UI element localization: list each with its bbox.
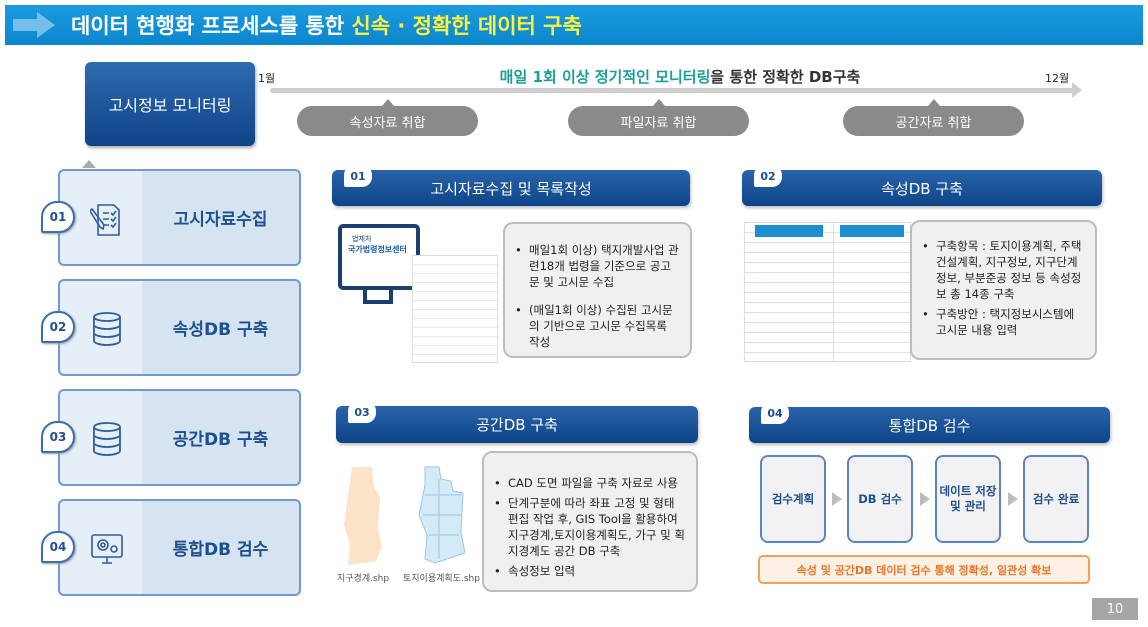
step-label: 고시자료수집 xyxy=(173,210,268,230)
land-use-map xyxy=(418,466,465,564)
section-3-textbox: CAD 도면 파일을 구축 자료로 사용단계구분에 따라 좌표 고정 및 형태 … xyxy=(482,451,698,592)
pointer-icon xyxy=(82,160,96,168)
step-number: 03 xyxy=(41,421,75,453)
end-month: 12월 xyxy=(1045,72,1070,85)
checklist-pen-icon xyxy=(90,204,120,236)
start-month: 1월 xyxy=(258,72,276,85)
section-1-textbox: 매일1회 이상) 택지개발사업 관련18개 법령을 기준으로 공고문 및 고시문… xyxy=(503,222,692,358)
step-card-4[interactable]: 04 통합DB 검수 xyxy=(41,499,301,596)
flow-step-db-check: DB 검수 xyxy=(847,455,913,543)
step-number: 01 xyxy=(41,201,75,233)
form-screenshot xyxy=(833,222,911,362)
monitoring-box: 고시정보 모니터링 xyxy=(85,62,255,146)
gear-monitor-icon xyxy=(91,534,123,564)
step-label: 속성DB 구축 xyxy=(172,320,269,340)
website-screenshot xyxy=(412,255,498,363)
page-title: 데이터 현행화 프로세스를 통한 신속 · 정확한 데이터 구축 xyxy=(71,14,582,38)
step-card-2[interactable]: 02 속성DB 구축 xyxy=(41,279,301,376)
flow-step-plan: 검수계획 xyxy=(760,455,826,543)
flow-step-complete: 검수 완료 xyxy=(1023,455,1089,543)
quality-note: 속성 및 공간DB 데이터 검수 통해 정확성, 일관성 확보 xyxy=(758,555,1090,584)
section-2-textbox: 구축항목 : 토지이용계획, 주택건설계획, 지구정보, 지구단계정보, 부분준… xyxy=(910,220,1097,360)
step-number: 02 xyxy=(41,311,75,343)
database-icon xyxy=(93,312,121,346)
timeline-arrow-icon xyxy=(1072,82,1082,98)
timeline-headline: 매일 1회 이상 정기적인 모니터링을 통한 정확한 DB구축 xyxy=(499,68,861,86)
district-boundary-map xyxy=(344,467,382,565)
pill-attribute: 속성자료 취합 xyxy=(297,99,478,136)
arrow-right-icon xyxy=(13,12,55,38)
timeline-bar xyxy=(270,88,1075,93)
flow-arrow-icon xyxy=(832,492,842,506)
step-card-1[interactable]: 01 고시자료수집 xyxy=(41,169,301,266)
pill-file: 파일자료 취합 xyxy=(568,99,749,136)
pill-spatial: 공간자료 취합 xyxy=(843,99,1024,136)
step-card-3[interactable]: 03 공간DB 구축 xyxy=(41,389,301,486)
database-icon xyxy=(93,422,121,456)
caption-district: 지구경계.shp xyxy=(337,574,390,584)
step-label: 공간DB 구축 xyxy=(172,430,269,450)
flow-step-store: 데이트 저장 및 관리 xyxy=(935,455,1001,543)
monitor-stand xyxy=(363,290,393,304)
caption-landuse: 토지이용계획도.shp xyxy=(403,574,480,584)
step-label: 통합DB 검수 xyxy=(172,540,269,560)
page-number: 10 xyxy=(1092,598,1138,620)
flow-arrow-icon xyxy=(920,492,930,506)
document-screenshot xyxy=(744,222,834,362)
monitor-illustration: 법제처 국가법령정보센터 xyxy=(338,224,420,290)
step-number: 04 xyxy=(41,531,75,563)
title-bar: 데이터 현행화 프로세스를 통한 신속 · 정확한 데이터 구축 xyxy=(5,5,1143,45)
flow-arrow-icon xyxy=(1008,492,1018,506)
